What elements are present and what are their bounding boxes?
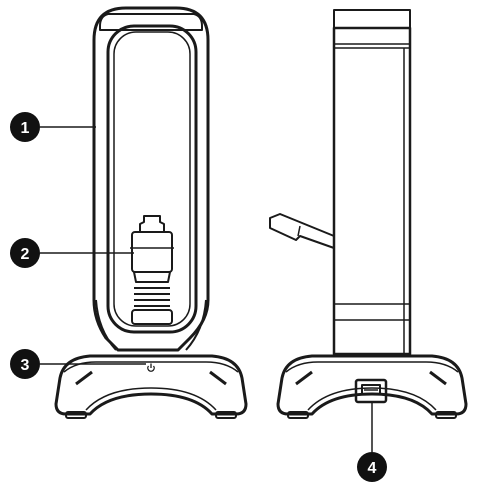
callout-leaders xyxy=(40,126,373,452)
front-base-arch xyxy=(85,387,217,411)
callout-3-label: 3 xyxy=(21,357,30,374)
callout-3: 3 xyxy=(10,349,40,379)
front-base-top-edge xyxy=(63,361,239,373)
callout-2: 2 xyxy=(10,238,40,268)
front-foot-right xyxy=(215,411,237,419)
callout-1: 1 xyxy=(10,112,40,142)
side-base-shell xyxy=(276,354,468,416)
side-view xyxy=(269,9,468,419)
frame-inner-opening xyxy=(106,24,198,334)
front-view xyxy=(54,6,248,419)
callout-1-label: 1 xyxy=(21,120,30,137)
frame-leg-left xyxy=(95,299,117,351)
callout-4-label: 4 xyxy=(368,460,377,477)
callout-4: 4 xyxy=(357,452,387,482)
side-base-arch xyxy=(307,387,437,411)
side-foot-right xyxy=(435,411,457,419)
front-light-strip-right xyxy=(209,370,227,386)
front-base-shell xyxy=(54,354,248,416)
side-clamp-arm xyxy=(269,213,335,249)
side-base-top-edge xyxy=(285,361,459,373)
frame-outer xyxy=(92,6,210,352)
side-light-strip-right xyxy=(429,370,447,386)
front-light-strip-left xyxy=(75,370,93,386)
frame-top-cap xyxy=(99,13,203,31)
usb-port xyxy=(354,378,388,404)
side-column xyxy=(332,26,412,356)
side-top-hanger xyxy=(333,9,411,29)
side-column-band-1 xyxy=(334,43,410,49)
frame-inner-contour xyxy=(113,31,191,327)
callout-2-label: 2 xyxy=(21,246,30,263)
mouse-cable-clamp xyxy=(130,215,174,325)
side-foot-left xyxy=(287,411,309,419)
front-foot-left xyxy=(65,411,87,419)
power-icon xyxy=(147,363,155,372)
side-light-strip-left xyxy=(295,370,313,386)
frame-leg-right xyxy=(185,299,207,351)
